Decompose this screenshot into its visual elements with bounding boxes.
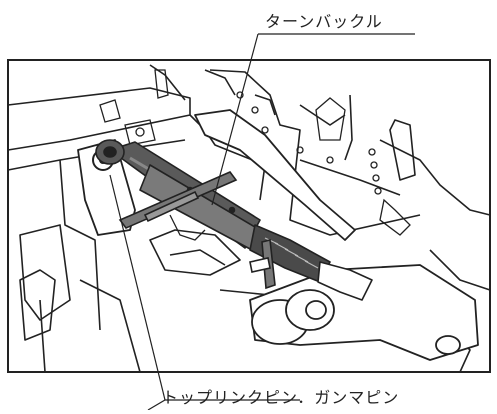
- lower-links: [249, 264, 479, 361]
- linkage-arm: [194, 109, 356, 241]
- pins: [118, 171, 276, 290]
- turnbuckle-label: ターンバックル: [265, 12, 383, 31]
- leader-lines: [109, 33, 415, 411]
- hardware-details: [99, 69, 411, 241]
- pins-label: トップリンクピン．ガンマピン: [162, 388, 400, 407]
